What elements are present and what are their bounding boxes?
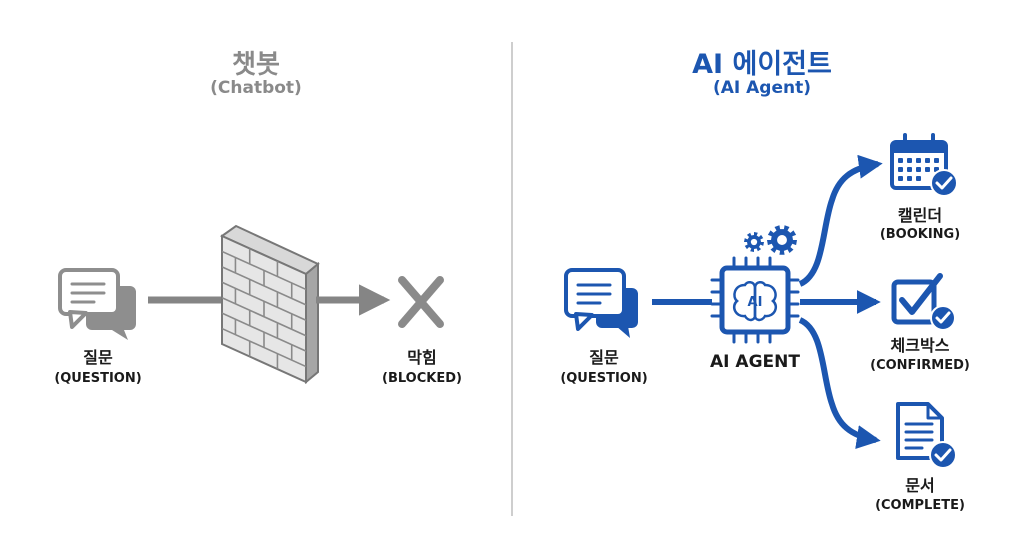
chatbot-title: 챗봇 xyxy=(232,50,280,80)
checkbox-label: 체크박스 xyxy=(890,336,950,355)
chip-text: AI xyxy=(748,295,763,310)
calendar-check-badge-icon xyxy=(930,169,958,197)
arrow-to-calendar xyxy=(798,154,883,287)
document-label-en: (COMPLETE) xyxy=(875,498,965,513)
gears-icon xyxy=(744,225,797,255)
arrow-to-document xyxy=(798,317,881,449)
left-question-label-en: (QUESTION) xyxy=(54,371,142,386)
agent-subtitle: (AI Agent) xyxy=(712,78,812,98)
agent-title: AI 에이전트 xyxy=(692,49,832,80)
right-question-label: 질문 xyxy=(589,348,619,367)
document-check-badge-icon xyxy=(929,441,957,469)
left-chat-icon xyxy=(58,268,136,340)
chatbot-subtitle: (Chatbot) xyxy=(210,78,302,98)
x-mark-icon xyxy=(398,276,444,328)
right-question-label-en: (QUESTION) xyxy=(560,371,648,386)
document-label: 문서 xyxy=(905,476,935,495)
document-icon xyxy=(896,402,944,460)
right-chat-icon xyxy=(564,268,638,338)
left-question-label: 질문 xyxy=(83,348,113,367)
checkbox-icon xyxy=(891,273,943,325)
calendar-label: 캘린더 xyxy=(897,206,943,225)
calendar-label-en: (BOOKING) xyxy=(879,227,961,242)
blocked-label-en: (BLOCKED) xyxy=(382,371,462,386)
ai-chip-icon xyxy=(710,256,800,344)
blocked-label: 막힘 xyxy=(407,348,437,367)
checkbox-check-badge-icon xyxy=(930,305,956,331)
ai-agent-label: AI AGENT xyxy=(710,352,800,372)
checkbox-label-en: (CONFIRMED) xyxy=(870,358,970,373)
brick-wall-icon xyxy=(220,224,320,385)
